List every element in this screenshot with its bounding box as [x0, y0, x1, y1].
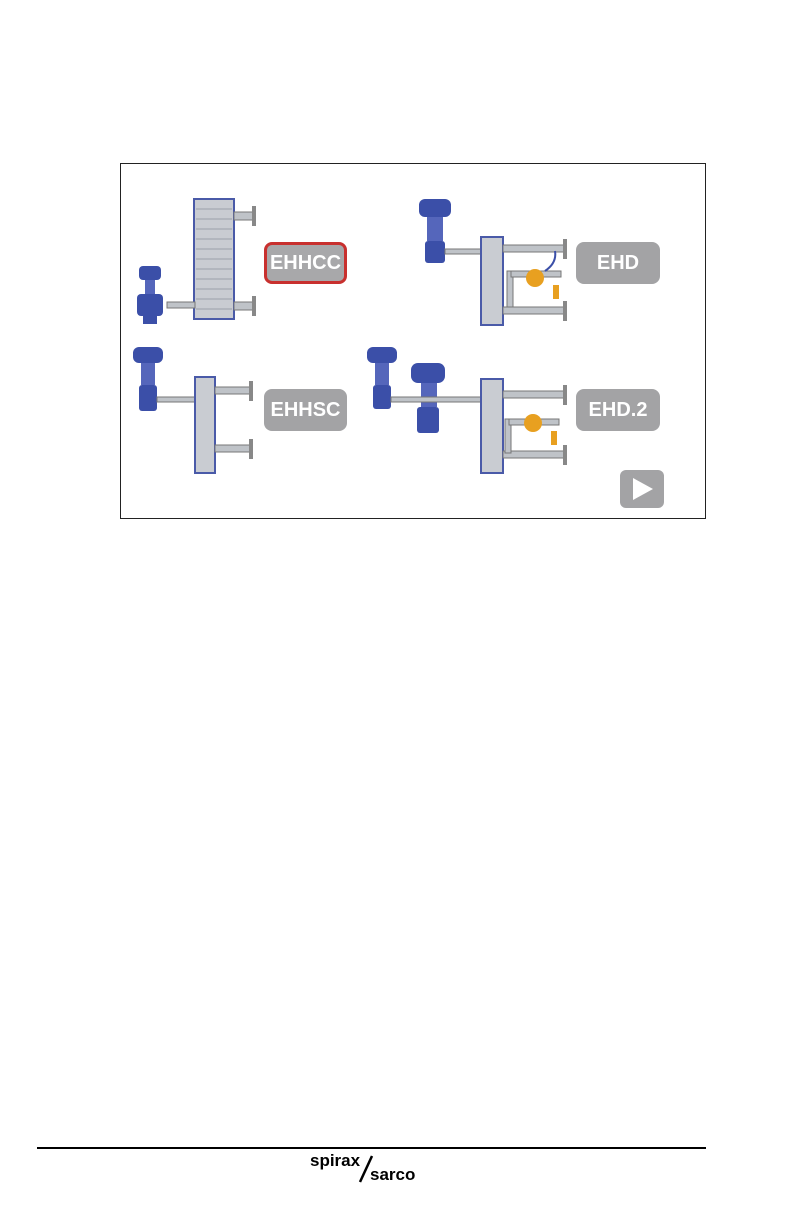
ehhsc-button[interactable]: EHHSC [264, 389, 347, 431]
ehd-diagram [411, 199, 576, 329]
hmi-screen: EHHCC EHD EHHSC EHD.2 [120, 163, 706, 519]
ehhcc-diagram [131, 194, 261, 329]
next-button[interactable] [620, 470, 664, 508]
play-triangle-icon [629, 476, 655, 502]
ehhcc-button[interactable]: EHHCC [264, 242, 347, 284]
ehhsc-diagram [129, 347, 259, 477]
ehd-button[interactable]: EHD [576, 242, 660, 284]
ehd2-button[interactable]: EHD.2 [576, 389, 660, 431]
logo-top-text: spirax [310, 1151, 361, 1170]
ehd2-diagram [365, 347, 577, 475]
footer-rule [37, 1147, 706, 1149]
logo-bottom-text: sarco [370, 1165, 415, 1184]
spirax-sarco-logo: spirax sarco [300, 1150, 440, 1184]
